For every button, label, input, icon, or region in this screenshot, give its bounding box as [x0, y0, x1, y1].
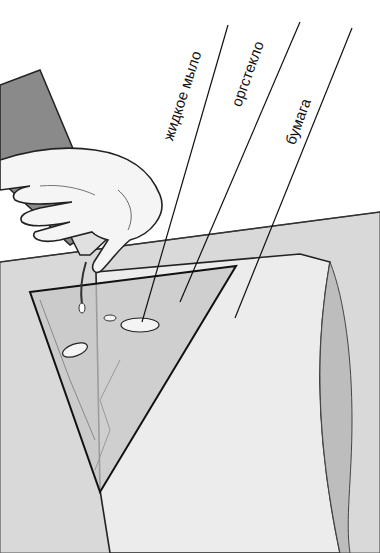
soap-drop: [79, 303, 85, 313]
part-label: бумага: [282, 96, 315, 147]
hand: [0, 148, 162, 272]
soap-puddle: [104, 315, 116, 321]
glass-reflection: [95, 360, 120, 470]
table: [0, 212, 380, 553]
hand-shading: [118, 190, 131, 230]
soap-stream: [81, 262, 86, 305]
glass-reflection: [40, 300, 95, 440]
plexiglass-sheet: [30, 266, 236, 492]
hand-shading: [40, 185, 95, 195]
paper-shadow: [320, 262, 352, 553]
soap-puddle: [121, 318, 159, 332]
part-label: оргстекло: [228, 39, 268, 109]
leader-line: [142, 25, 228, 322]
soap-puddle: [61, 340, 90, 360]
